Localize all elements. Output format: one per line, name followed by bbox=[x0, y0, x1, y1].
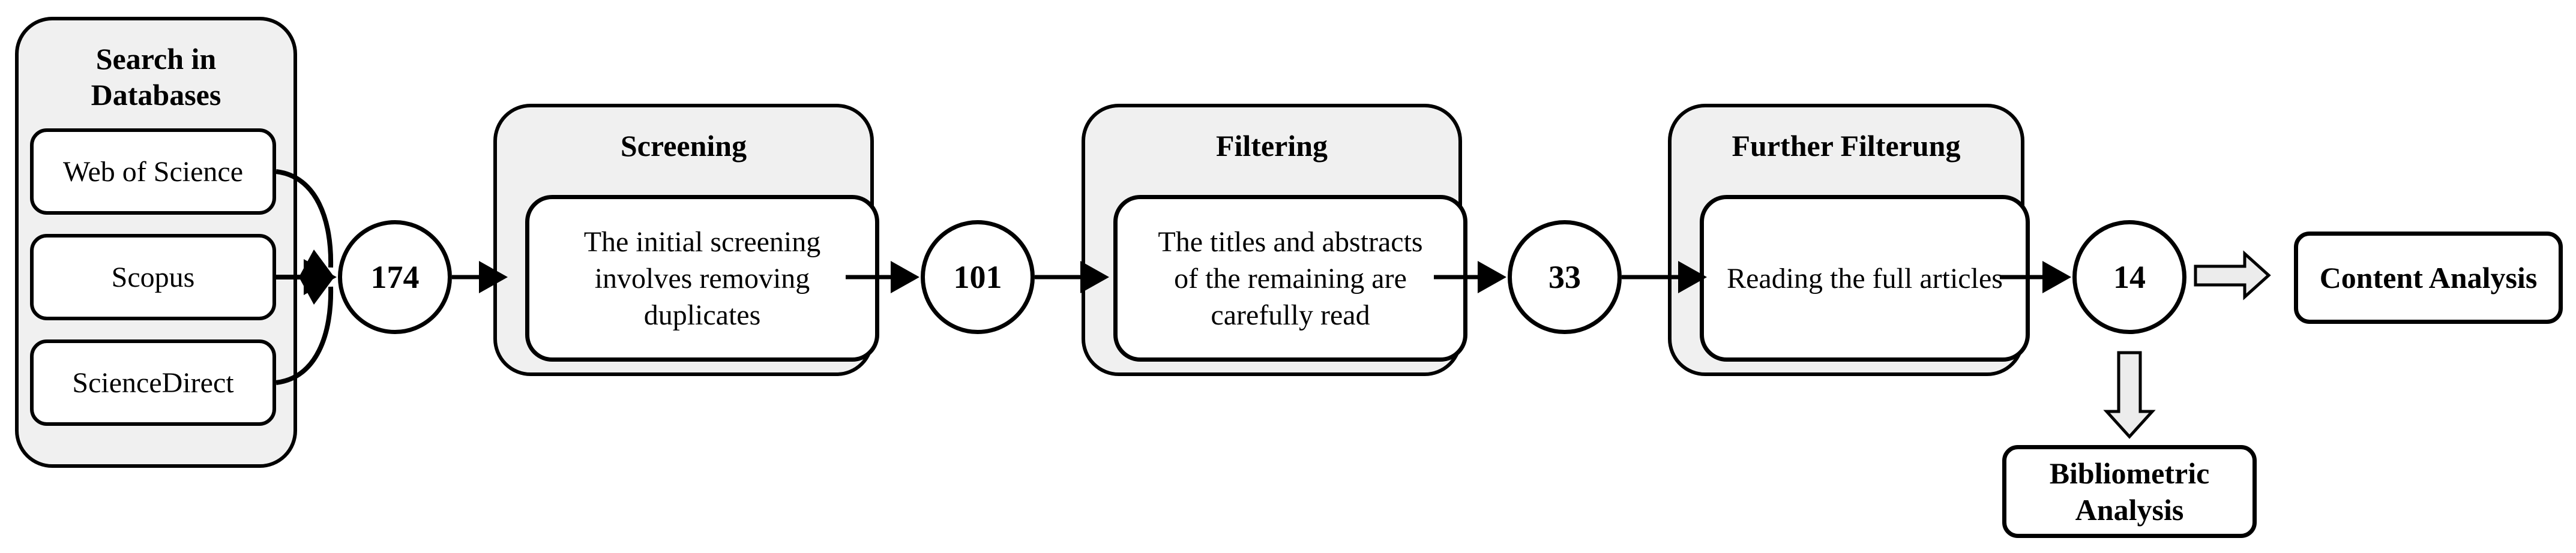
bibliometric-analysis-box: Bibliometric Analysis bbox=[2002, 445, 2257, 538]
hollow-arrow-right-icon bbox=[2194, 250, 2271, 300]
stage-title: Screening bbox=[620, 129, 747, 163]
count-value: 14 bbox=[2113, 259, 2146, 295]
database-web-of-science: Web of Science bbox=[30, 128, 276, 215]
stage-description-box: The initial screening involves removing … bbox=[525, 195, 879, 362]
stage-title: Further Filterung bbox=[1732, 129, 1961, 163]
merge-arrowhead-icon bbox=[299, 250, 337, 305]
database-label: ScienceDirect bbox=[72, 366, 234, 399]
count-after-further-filtering-circle: 14 bbox=[2072, 220, 2186, 334]
count-value: 174 bbox=[370, 259, 420, 295]
hollow-arrow-down-icon bbox=[2103, 351, 2156, 439]
count-value: 101 bbox=[953, 259, 1002, 295]
count-after-filtering-circle: 33 bbox=[1508, 220, 1622, 334]
stage-description-box: The titles and abstracts of the remainin… bbox=[1113, 195, 1467, 362]
stage-description: Reading the full articles bbox=[1727, 262, 2003, 294]
content-analysis-label: Content Analysis bbox=[2319, 260, 2538, 294]
count-after-search-circle: 174 bbox=[338, 220, 452, 334]
stage-further-filtering: Further Filterung Reading the full artic… bbox=[1668, 104, 2030, 376]
stage-description: The titles and abstracts of the remainin… bbox=[1158, 226, 1423, 331]
stage-title: Filtering bbox=[1215, 129, 1328, 163]
stage-screening: Screening The initial screening involves… bbox=[493, 104, 879, 376]
count-after-screening-circle: 101 bbox=[921, 220, 1035, 334]
database-label: Scopus bbox=[111, 261, 195, 293]
count-value: 33 bbox=[1548, 259, 1581, 295]
bibliometric-analysis-label: Bibliometric Analysis bbox=[2049, 456, 2210, 527]
database-scopus: Scopus bbox=[30, 234, 276, 320]
content-analysis-box: Content Analysis bbox=[2294, 232, 2563, 324]
stage-filtering: Filtering The titles and abstracts of th… bbox=[1082, 104, 1467, 376]
database-sciencedirect: ScienceDirect bbox=[30, 339, 276, 426]
search-group-title: Search in Databases bbox=[91, 42, 221, 112]
database-label: Web of Science bbox=[63, 155, 243, 188]
stage-description-box: Reading the full articles bbox=[1700, 195, 2030, 362]
stage-description: The initial screening involves removing … bbox=[583, 226, 821, 331]
